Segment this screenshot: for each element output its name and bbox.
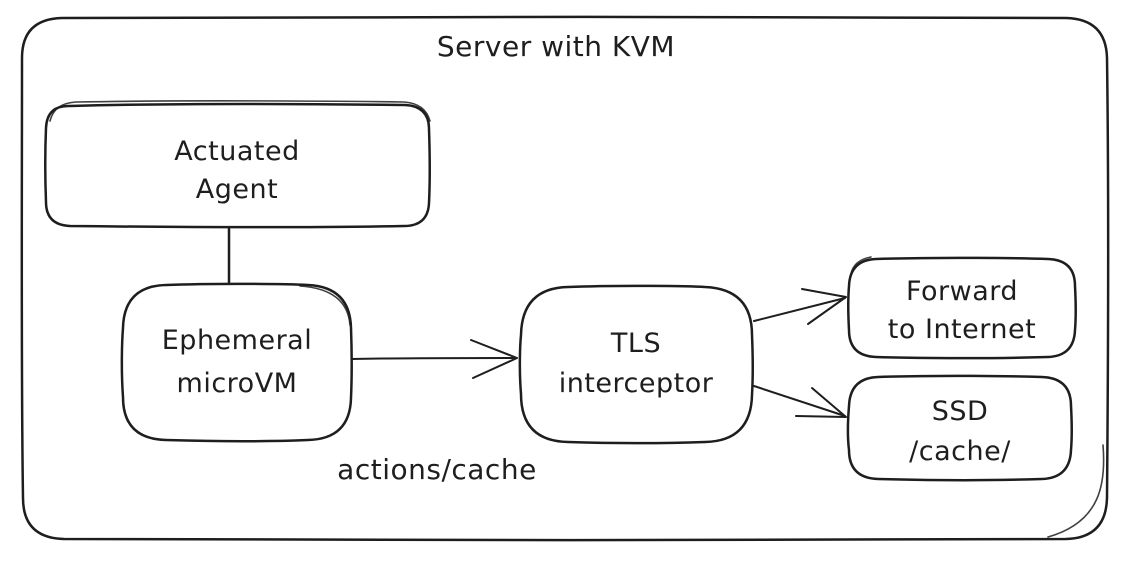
ssd-cache-label-line2: /cache/	[909, 436, 1011, 467]
ssd-cache-box	[846, 374, 1073, 482]
microvm-to-tls-arrow-line	[351, 357, 517, 360]
tls-to-ssd-arrowhead	[795, 387, 847, 418]
node-ssd-cache: SSD /cache/	[846, 374, 1073, 482]
microvm-to-tls-arrow	[351, 339, 518, 379]
tls-interceptor-box	[518, 284, 754, 445]
tls-to-forward-arrow	[753, 288, 847, 325]
actuated-agent-label-line2: Agent	[196, 174, 278, 205]
server-container-title: Server with KVM	[437, 30, 675, 63]
server-container-border	[20, 15, 1110, 542]
forward-to-internet-label-line2: to Internet	[888, 314, 1036, 345]
tls-interceptor-label-line2: interceptor	[559, 368, 714, 399]
tls-interceptor-label-line1: TLS	[610, 328, 661, 359]
ephemeral-microvm-box	[120, 282, 353, 443]
ssd-cache-label-line1: SSD	[932, 396, 989, 427]
ephemeral-microvm-label-line2: microVM	[177, 368, 298, 399]
node-actuated-agent: Actuated Agent	[44, 100, 431, 229]
ephemeral-microvm-box-sketch-line	[299, 285, 351, 326]
actuated-agent-label-line1: Actuated	[174, 136, 299, 167]
tls-to-forward-arrow-line	[753, 297, 846, 322]
server-container-sketch-line	[1047, 444, 1105, 538]
ephemeral-microvm-label-line1: Ephemeral	[162, 325, 312, 356]
tls-to-ssd-arrow	[753, 385, 847, 418]
node-forward-to-internet: Forward to Internet	[847, 256, 1077, 360]
node-ephemeral-microvm: Ephemeral microVM	[120, 282, 353, 443]
actuated-agent-box	[44, 102, 431, 229]
server-with-kvm-container: Server with KVM	[20, 15, 1110, 542]
microvm-to-tls-edge-label: actions/cache	[337, 453, 537, 486]
tls-to-forward-arrowhead	[801, 288, 847, 325]
actuated-agent-box-sketch-line	[49, 100, 431, 122]
forward-to-internet-label-line1: Forward	[906, 276, 1018, 307]
tls-to-ssd-arrow-line	[753, 385, 846, 417]
forward-to-internet-box	[847, 256, 1077, 360]
microvm-to-tls-arrowhead	[470, 339, 518, 379]
forward-to-internet-box-sketch-line	[850, 256, 872, 275]
node-tls-interceptor: TLS interceptor	[518, 284, 754, 445]
